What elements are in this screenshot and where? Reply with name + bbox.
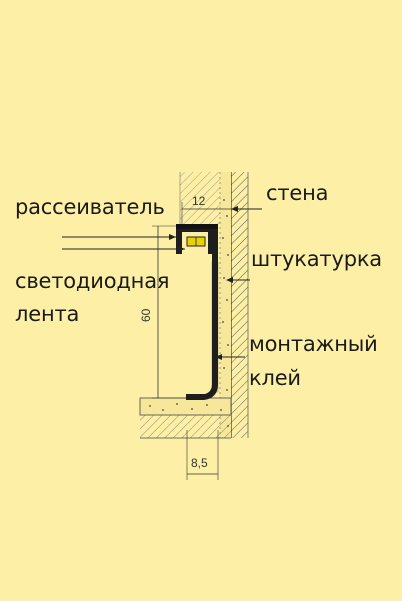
label-adhesive-line1: монтажный (249, 332, 378, 356)
dim-base-width-label: 8,5 (191, 456, 208, 470)
label-diffuser: рассеиватель (15, 195, 165, 219)
dim-height-label: 60 (139, 308, 153, 322)
led-arrow-icon (178, 246, 185, 252)
adhesive-arrow-icon (215, 354, 222, 360)
floor-screed (139, 397, 232, 416)
label-led-strip-line2: лента (15, 302, 80, 326)
diffuser-cap (176, 224, 218, 229)
wall-section (231, 172, 248, 438)
plaster-layer (220, 172, 231, 438)
floor-dots (149, 403, 222, 411)
upper-wall-block (180, 172, 220, 224)
label-wall: стена (266, 181, 329, 205)
dim-wall-gap-label: 12 (192, 194, 206, 208)
label-plaster: штукатурка (251, 247, 382, 271)
label-led-strip-line1: светодиодная (15, 269, 170, 293)
plaster-arrow-icon (226, 277, 233, 283)
diffuser-arrow-icon (169, 234, 176, 240)
wall-arrow-icon (231, 206, 238, 212)
label-adhesive-line2: клей (249, 366, 301, 390)
led-profile (176, 226, 218, 400)
floor-base (140, 415, 231, 438)
